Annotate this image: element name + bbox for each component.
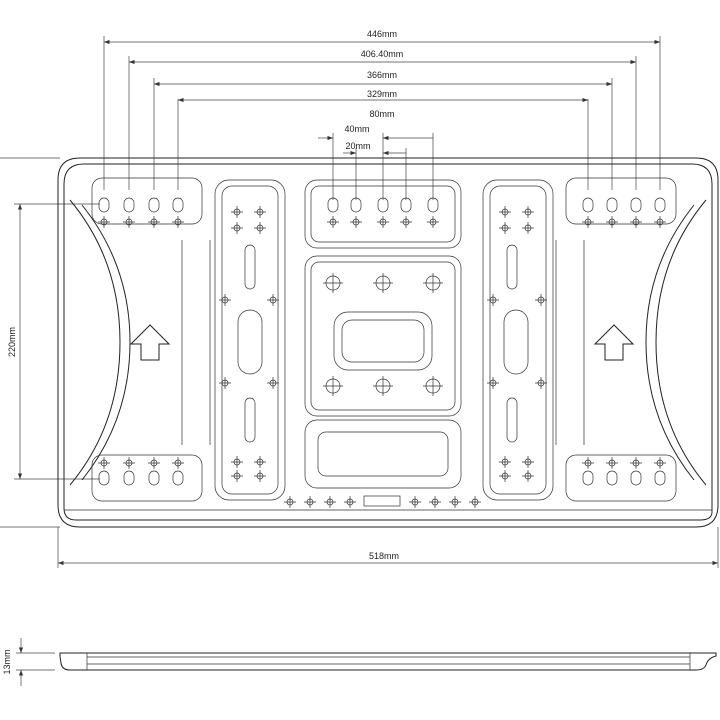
- mounting-slot: [98, 470, 110, 486]
- vertical-dimension: 220mm: [0, 157, 100, 528]
- mounting-slot: [654, 470, 666, 486]
- mounting-slot: [98, 197, 110, 213]
- dim-label-406: 406.40mm: [361, 49, 404, 59]
- mounting-slot: [123, 470, 135, 486]
- mounting-slot: [654, 197, 666, 213]
- dim-label-13: 13mm: [2, 649, 12, 674]
- tray-plan-view: [57, 157, 719, 528]
- mounting-slot: [172, 197, 184, 213]
- top-dimensions: 446mm 406.40mm 366mm 329mm 80mm 40mm 20m…: [103, 29, 661, 200]
- mounting-slot: [606, 197, 618, 213]
- mounting-slot: [427, 197, 439, 213]
- dim-label-80: 80mm: [369, 109, 394, 119]
- bottom-dimension: 518mm: [57, 527, 719, 568]
- mounting-slot: [172, 470, 184, 486]
- mounting-slot: [350, 197, 362, 213]
- mounting-slot: [606, 470, 618, 486]
- up-arrow-icon: [593, 324, 635, 361]
- dim-label-40: 40mm: [344, 124, 369, 134]
- mounting-slot: [327, 197, 339, 213]
- mounting-slot: [582, 470, 594, 486]
- mounting-slot: [630, 470, 642, 486]
- mounting-slot: [148, 197, 160, 213]
- mounting-slot: [630, 197, 642, 213]
- mounting-slot: [123, 197, 135, 213]
- dim-label-20: 20mm: [345, 141, 370, 151]
- dim-label-329: 329mm: [367, 89, 397, 99]
- mounting-slot: [400, 197, 412, 213]
- mounting-slot: [148, 470, 160, 486]
- mounting-slot: [377, 197, 389, 213]
- dim-label-446: 446mm: [367, 29, 397, 39]
- dim-label-220: 220mm: [7, 327, 17, 357]
- dim-label-518: 518mm: [369, 551, 399, 561]
- tray-side-view: 13mm: [2, 638, 717, 686]
- up-arrow-icon: [129, 324, 171, 361]
- mounting-slot: [582, 197, 594, 213]
- dim-label-366: 366mm: [367, 70, 397, 80]
